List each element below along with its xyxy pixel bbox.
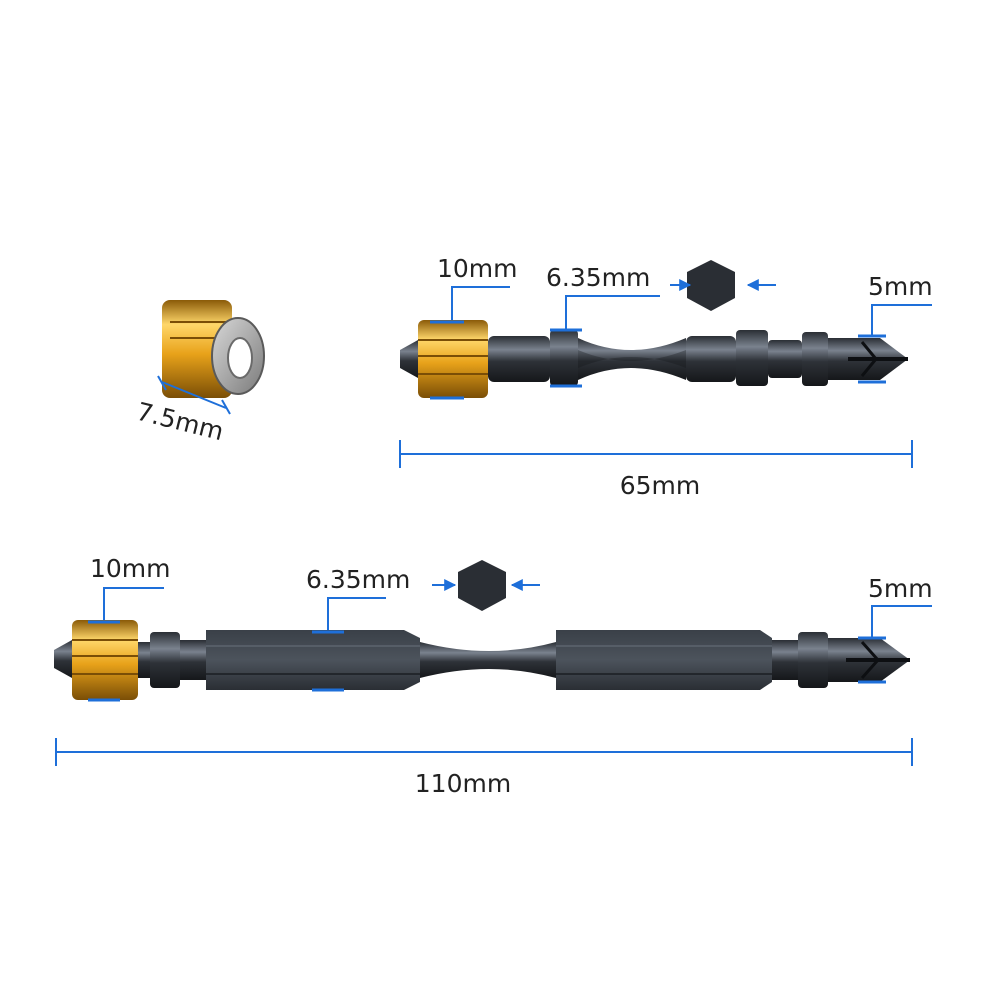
- bit110-ring-label: 10mm: [90, 554, 171, 583]
- bit65-hex-section: [686, 336, 736, 382]
- bit65-gold-ring: [418, 320, 488, 398]
- bit65-length-label: 65mm: [620, 471, 701, 500]
- ring-diameter-label: 7.5mm: [134, 397, 227, 447]
- bit110-tip-leader: [871, 605, 932, 638]
- ring-dimension-tick: [157, 375, 167, 391]
- ring-dimension-tick: [221, 399, 231, 415]
- bit65-hex-section: [550, 330, 578, 386]
- bit110-ring-leader: [103, 587, 164, 620]
- bit110-hex-profile-icon: [458, 560, 506, 611]
- bit110-left-tip: [54, 640, 72, 678]
- bit110-tip-label: 5mm: [868, 574, 933, 603]
- bit65-tip-label: 5mm: [868, 272, 933, 301]
- bit65-torsion-zone: [578, 338, 686, 380]
- bit110-hex-shaft: [556, 630, 772, 690]
- bit-65mm: 10mm 6.35mm 5mm 65mm: [399, 254, 933, 500]
- bit110-hex-section: [150, 632, 180, 688]
- bit65-hex-label: 6.35mm: [546, 263, 650, 292]
- bit-110mm: 10mm 6.35mm 5mm 110mm: [54, 554, 933, 798]
- bit110-length-label: 110mm: [415, 769, 511, 798]
- bit110-gold-ring: [72, 620, 138, 700]
- bit65-hex-leader: [565, 295, 660, 330]
- bit65-hex-section: [736, 330, 768, 386]
- bit110-hex-leader: [327, 597, 386, 630]
- bit65-hex-section: [488, 336, 550, 382]
- bit65-tip-leader: [871, 304, 932, 336]
- bit65-ring-label: 10mm: [437, 254, 518, 283]
- bit110-hex-label: 6.35mm: [306, 565, 410, 594]
- bit65-ring-leader: [451, 286, 510, 320]
- ring-hole: [227, 337, 253, 379]
- ring-dimension-line: [161, 381, 227, 409]
- bit110-hex-shaft: [206, 630, 420, 690]
- bit110-torsion-zone: [420, 642, 556, 678]
- bit65-left-tip: [400, 340, 418, 378]
- bit65-hex-profile-icon: [687, 260, 735, 311]
- magnet-ring: 7.5mm: [134, 300, 265, 447]
- bit110-hex-section: [798, 632, 828, 688]
